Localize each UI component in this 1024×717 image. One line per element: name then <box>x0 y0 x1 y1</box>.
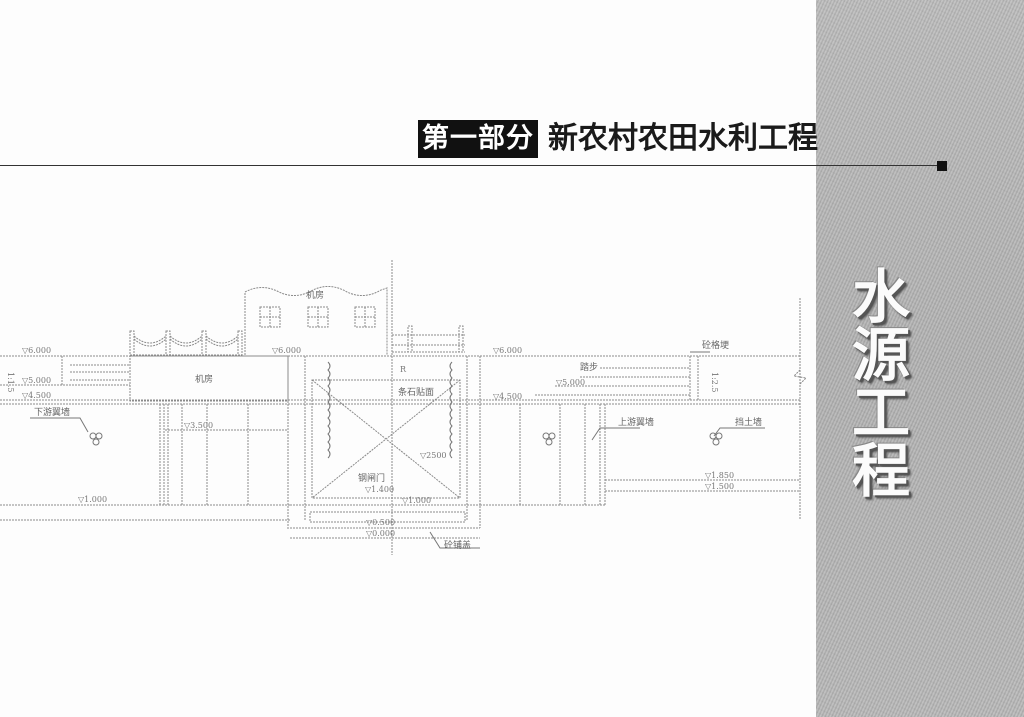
header-square-marker <box>937 161 947 171</box>
vertical-title-char-4: 程 <box>851 437 910 505</box>
label-steps: 踏步 <box>580 361 598 373</box>
elev-gate-sill: ▽1.400 <box>365 485 394 494</box>
elev-base-2: ▽0.000 <box>366 529 395 538</box>
elev-center-top: ▽6.000 <box>272 346 301 355</box>
label-steel-gate: 钢闸门 <box>358 472 385 484</box>
vertical-chapter-title: 水 源 工 程 <box>836 268 926 500</box>
elev-base-1: ▽0.500 <box>366 518 395 527</box>
label-retaining-wall: 挡土墙 <box>735 416 762 428</box>
elev-right-steps: ▽5.000 <box>556 378 585 387</box>
label-slope-left: 1:1.5 <box>6 372 15 393</box>
elev-left-machine-floor: ▽3.500 <box>184 421 213 430</box>
sluice-section-drawing: 机房 机房 下游翼墙 条石贴面 钢闸门 砼铺盖 踏步 砼格埂 上游翼墙 挡土墙 … <box>0 260 816 560</box>
side-band <box>816 0 1024 717</box>
label-machine-room-top: 机房 <box>306 289 324 301</box>
elev-right-low: ▽4.500 <box>493 392 522 401</box>
label-concrete-cushion: 砼铺盖 <box>444 539 471 551</box>
section-title: 新农村农田水利工程 <box>548 121 818 156</box>
elev-gate-2500: ▽2500 <box>420 451 447 460</box>
header-divider <box>0 165 940 166</box>
elev-left-top: ▽6.000 <box>22 346 51 355</box>
elev-right-top: ▽6.000 <box>493 346 522 355</box>
label-stone-masonry: 条石贴面 <box>398 386 434 398</box>
elev-left-bottom: ▽1.000 <box>78 495 107 504</box>
elev-gate-bottom: ▽1.000 <box>402 496 431 505</box>
label-upstream-wing-wall: 上游翼墙 <box>618 416 654 428</box>
drawing-svg: 机房 机房 下游翼墙 条石贴面 钢闸门 砼铺盖 踏步 砼格埂 上游翼墙 挡土墙 … <box>0 260 808 555</box>
vertical-title-char-3: 工 <box>851 379 910 447</box>
label-slope-right: 1:2.5 <box>710 372 719 393</box>
label-concrete-coping: 砼格埂 <box>702 339 729 351</box>
elev-right-floor-1: ▽1.850 <box>705 471 734 480</box>
dimension-r: R <box>400 365 407 374</box>
part-label-badge: 第一部分 <box>418 120 538 158</box>
vertical-title-char-2: 源 <box>851 321 910 389</box>
elev-left-low: ▽4.500 <box>22 391 51 400</box>
vertical-title-char-1: 水 <box>851 263 910 331</box>
elev-left-mid: ▽5.000 <box>22 376 51 385</box>
elev-right-floor-2: ▽1.500 <box>705 482 734 491</box>
label-downstream-wing-wall: 下游翼墙 <box>34 406 70 418</box>
label-machine-room: 机房 <box>195 373 213 385</box>
